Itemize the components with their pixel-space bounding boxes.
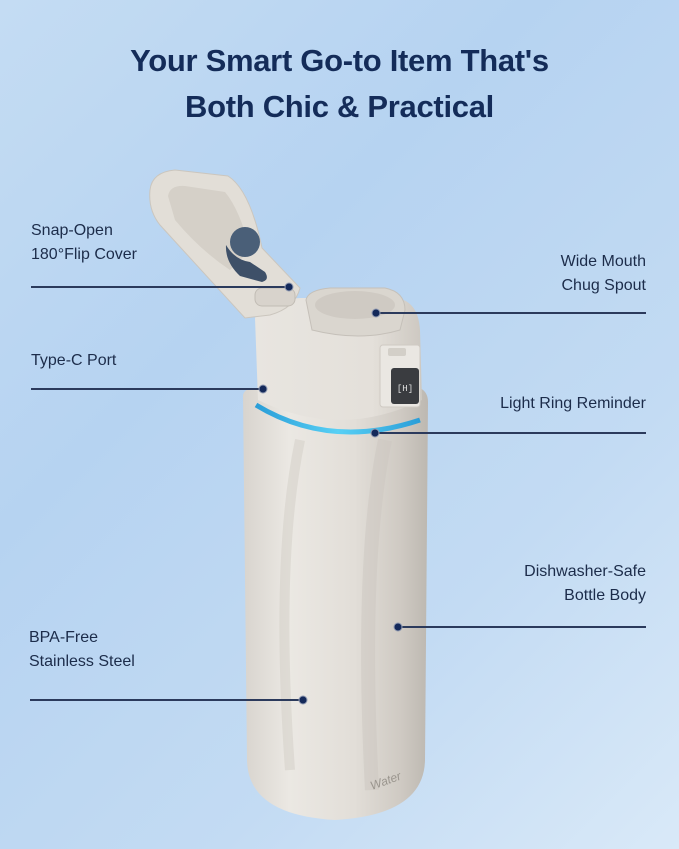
- callout-spout-label: Wide Mouth Chug Spout: [561, 250, 646, 298]
- callout-spout-leader: [376, 312, 646, 314]
- callout-type-c-leader: [31, 388, 263, 390]
- callout-spout-dot: [371, 308, 381, 318]
- bottle-body: [243, 388, 428, 820]
- callout-flip-cover-leader: [31, 286, 289, 288]
- callout-stainless-leader: [30, 699, 302, 701]
- callout-stainless-dot: [298, 695, 308, 705]
- callout-light-ring-leader: [375, 432, 646, 434]
- title-line-1: Your Smart Go-to Item That's: [130, 43, 549, 78]
- callout-flip-cover-label: Snap-Open 180°Flip Cover: [31, 219, 137, 267]
- mouthpiece-icon: [230, 227, 260, 257]
- callout-dishwasher-dot: [393, 622, 403, 632]
- display-readout: [H]: [397, 384, 413, 394]
- callout-line: Light Ring Reminder: [500, 395, 646, 412]
- callout-type-c-dot: [258, 384, 268, 394]
- callout-line: BPA-Free: [29, 629, 99, 646]
- page-title: Your Smart Go-to Item That's Both Chic &…: [0, 38, 679, 130]
- title-line-2: Both Chic & Practical: [185, 89, 494, 124]
- light-ring-icon: [254, 402, 421, 435]
- callout-line: Bottle Body: [564, 587, 646, 604]
- callout-line: Stainless Steel: [29, 653, 135, 670]
- callout-dishwasher-leader: [398, 626, 646, 628]
- callout-line: Snap-Open: [31, 222, 113, 239]
- callout-line: Dishwasher-Safe: [524, 563, 646, 580]
- callout-line: Wide Mouth: [560, 253, 646, 270]
- callout-light-ring-dot: [370, 428, 380, 438]
- callout-light-ring-label: Light Ring Reminder: [500, 392, 646, 416]
- callout-flip-cover-dot: [284, 282, 294, 292]
- callout-stainless-label: BPA-Free Stainless Steel: [29, 626, 135, 674]
- callout-dishwasher-label: Dishwasher-Safe Bottle Body: [524, 560, 646, 608]
- callout-type-c-label: Type-C Port: [31, 349, 116, 373]
- callout-line: Type-C Port: [31, 352, 117, 369]
- callout-line: Chug Spout: [561, 277, 646, 294]
- callout-line: 180°Flip Cover: [31, 246, 137, 263]
